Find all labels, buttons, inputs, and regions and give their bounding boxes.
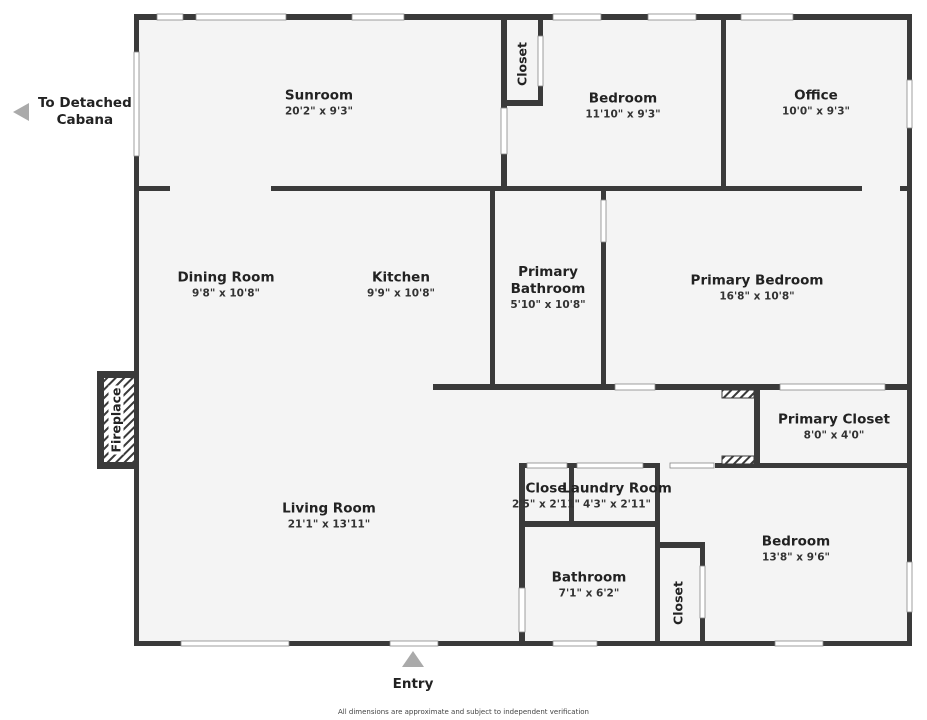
room-dims: 2'5" x 2'11" — [512, 498, 580, 511]
room-dims: 16'8" x 10'8" — [719, 290, 795, 303]
room-dims: 20'2" x 9'3" — [285, 105, 353, 118]
room-name: Laundry Room — [562, 480, 672, 497]
room-name: Close — [525, 480, 567, 497]
room-name: Bedroom — [588, 90, 658, 107]
windows-doors — [133, 13, 913, 647]
hatch-block — [721, 389, 755, 399]
fireplace-label: Fireplace — [108, 385, 124, 455]
room-dims: 11'10" x 9'3" — [585, 108, 661, 121]
room-name: Sunroom — [284, 87, 354, 104]
room-name: Primary — [518, 264, 578, 280]
room-dims: 9'9" x 10'8" — [367, 287, 435, 300]
footer-disclaimer: All dimensions are approximate and subje… — [338, 708, 589, 716]
room-dims: 21'1" x 13'11" — [287, 518, 371, 531]
room-name: Kitchen — [372, 269, 430, 286]
room-dims: 4'3" x 2'11" — [583, 498, 651, 511]
room-name: Living Room — [282, 500, 376, 517]
entry-label: Entry — [392, 676, 434, 692]
room-name: Primary Closet — [778, 411, 890, 428]
room-dims: 7'1" x 6'2" — [558, 587, 620, 600]
room-closet-top: Closet — [514, 42, 530, 86]
room-name: Bathroom — [510, 281, 586, 297]
room-closet-bedroom: Closet — [670, 581, 686, 625]
hatch-block — [721, 455, 755, 465]
room-name: Dining Room — [177, 269, 275, 286]
room-name: Office — [794, 87, 838, 104]
room-dims: 9'8" x 10'8" — [192, 287, 260, 300]
room-name: Bedroom — [761, 533, 831, 550]
arrow-up-icon — [402, 651, 424, 667]
room-dims: 5'10" x 10'8" — [510, 299, 586, 311]
cabana-line: Cabana — [56, 112, 114, 128]
room-dims: 8'0" x 4'0" — [803, 429, 865, 442]
room-name: Bathroom — [551, 569, 627, 586]
room-dims: 13'8" x 9'6" — [762, 551, 830, 564]
arrow-left-icon — [13, 103, 29, 121]
room-name: Primary Bedroom — [690, 272, 824, 289]
cabana-line: To Detached — [38, 95, 132, 111]
room-dims: 10'0" x 9'3" — [782, 105, 850, 118]
